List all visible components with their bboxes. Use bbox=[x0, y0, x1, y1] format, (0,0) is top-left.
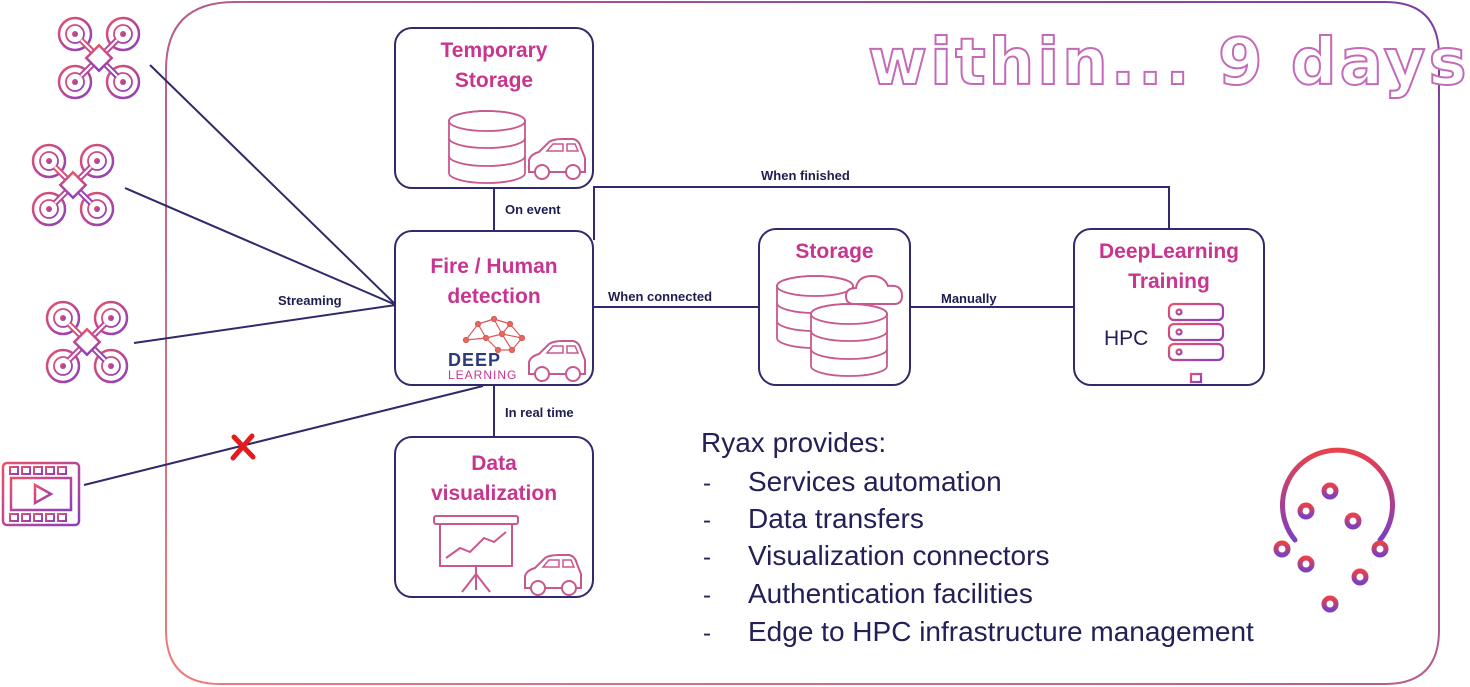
drone2-stream-line bbox=[124, 187, 397, 306]
box-title-line: DeepLearning bbox=[1098, 240, 1240, 263]
deep-logo-text: DEEP bbox=[448, 350, 502, 370]
deeplearning-training-box: DeepLearning Training HPC bbox=[1073, 228, 1265, 386]
provides-title: Ryax provides: bbox=[701, 427, 887, 458]
car-icon bbox=[528, 340, 586, 382]
connector-lines bbox=[83, 64, 1170, 486]
list-dash: - bbox=[703, 544, 711, 571]
label-when-finished: When finished bbox=[761, 168, 850, 183]
storage-box: Storage bbox=[758, 228, 911, 386]
drone-icon bbox=[59, 18, 139, 98]
label-when-connected: When connected bbox=[608, 289, 713, 304]
headline: within... 9 days bbox=[867, 25, 1470, 101]
list-dash: - bbox=[703, 507, 711, 534]
drone1-stream-line bbox=[149, 64, 397, 306]
outer-frame-border bbox=[165, 0, 1440, 685]
cloud-icon bbox=[844, 274, 904, 305]
video-stream-line bbox=[83, 385, 484, 486]
red-x-icon bbox=[230, 433, 256, 461]
database-icon bbox=[448, 110, 526, 184]
ryax-logo-icon bbox=[1273, 447, 1395, 613]
fire-detection-box: Fire / Human detection DEEP LEARNING bbox=[394, 230, 594, 386]
box-title-line: Data bbox=[471, 452, 517, 475]
learning-logo-text: LEARNING bbox=[448, 368, 518, 382]
box-title-line: Storage bbox=[454, 69, 534, 92]
box-title-line: Fire / Human bbox=[430, 255, 558, 278]
label-streaming: Streaming bbox=[278, 293, 342, 308]
list-dash: - bbox=[703, 470, 711, 497]
server-rack-icon bbox=[1165, 302, 1243, 384]
drone3-stream-line bbox=[133, 304, 397, 344]
list-item: Data transfers bbox=[748, 503, 924, 534]
list-item: Edge to HPC infrastructure management bbox=[748, 616, 1254, 647]
box-title-line: Storage bbox=[795, 240, 874, 263]
box-title-line: Temporary bbox=[440, 39, 548, 62]
list-item: Authentication facilities bbox=[748, 578, 1033, 609]
label-manually: Manually bbox=[941, 291, 997, 306]
list-item: Services automation bbox=[748, 466, 1002, 497]
list-dash: - bbox=[703, 620, 711, 647]
list-dash: - bbox=[703, 582, 711, 609]
box-title-line: visualization bbox=[430, 482, 558, 505]
drone-icon bbox=[33, 145, 113, 225]
temporary-storage-box: Temporary Storage bbox=[394, 27, 594, 189]
hpc-label: HPC bbox=[1104, 327, 1149, 350]
video-player-icon bbox=[1, 461, 81, 527]
when-finished-line bbox=[593, 186, 1170, 240]
presentation-board-icon bbox=[433, 515, 519, 593]
list-item: Visualization connectors bbox=[748, 540, 1050, 571]
database-icon bbox=[810, 303, 888, 377]
car-icon bbox=[528, 138, 586, 180]
drone-icon bbox=[47, 302, 127, 382]
box-title-line: detection bbox=[447, 285, 541, 308]
box-title-line: Training bbox=[1128, 270, 1210, 293]
data-visualization-box: Data visualization bbox=[394, 436, 594, 598]
brain-network-icon bbox=[462, 315, 526, 354]
label-on-event: On event bbox=[505, 202, 561, 217]
car-icon bbox=[524, 554, 582, 596]
label-in-real-time: In real time bbox=[505, 405, 574, 420]
